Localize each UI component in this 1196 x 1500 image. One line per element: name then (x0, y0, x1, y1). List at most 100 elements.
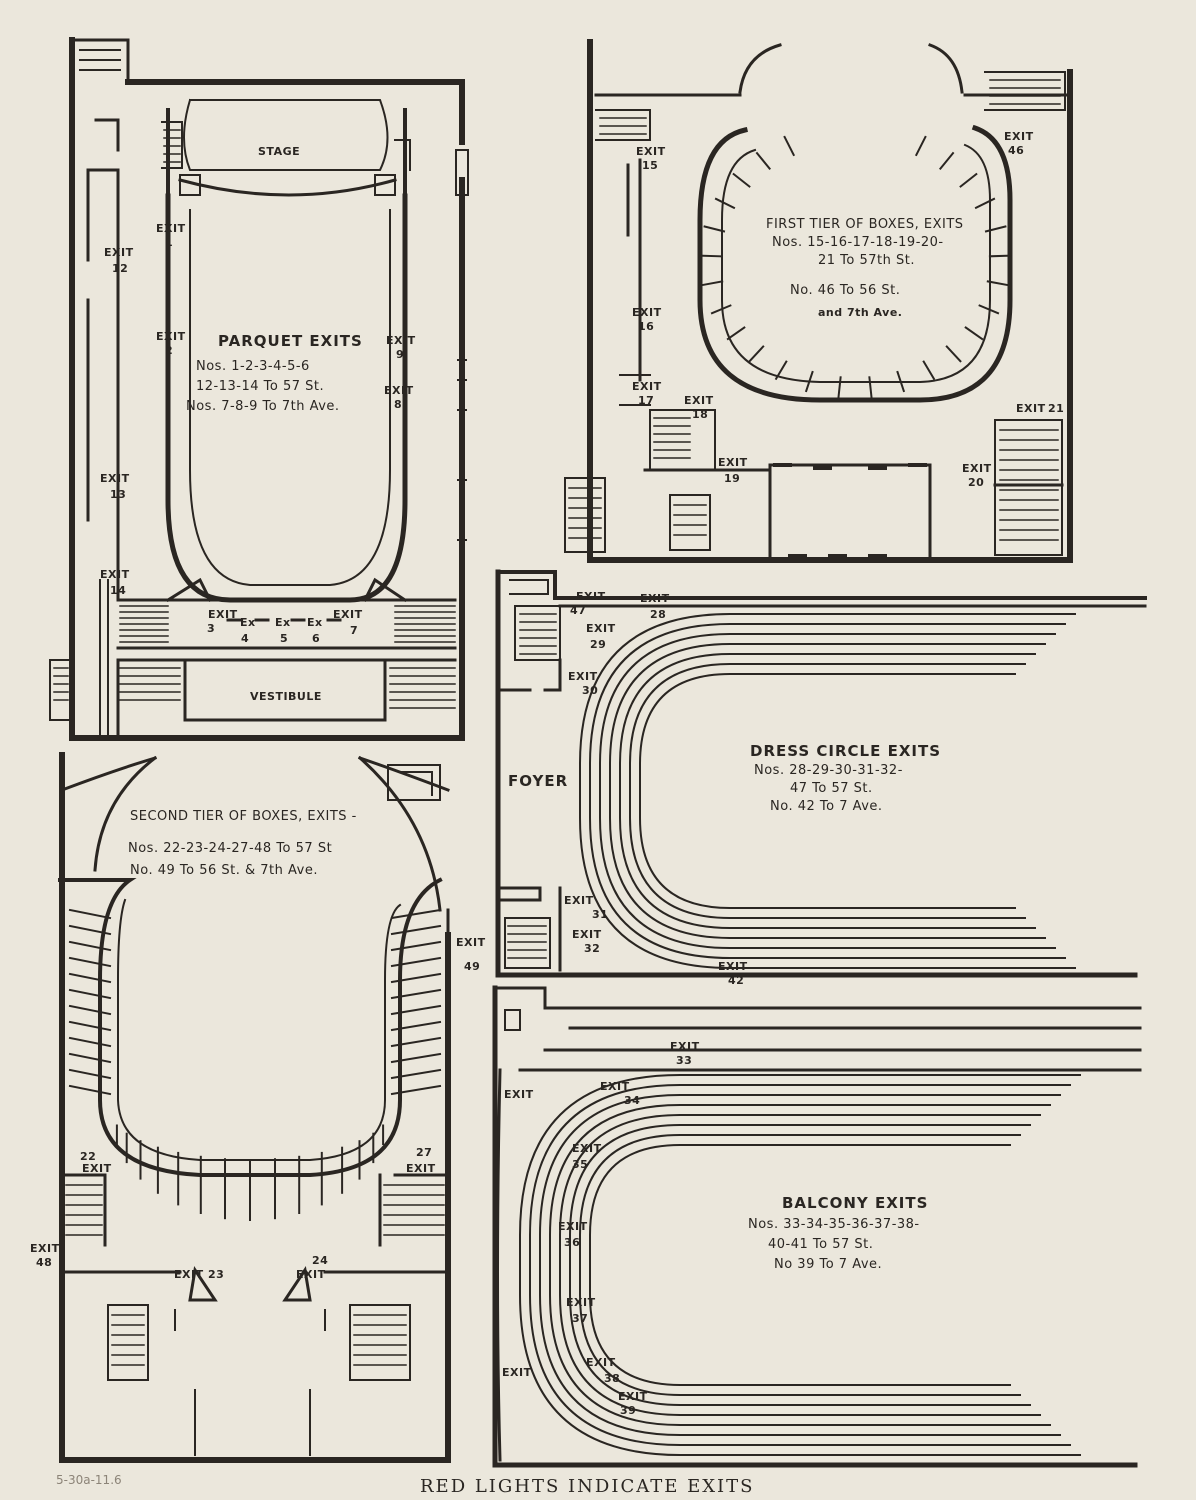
svg-text:16: 16 (638, 320, 654, 333)
first-tier-plan: FIRST TIER OF BOXES, EXITS Nos. 15-16-17… (564, 39, 1073, 563)
first-tier-line3: No. 46 To 56 St. (790, 283, 900, 298)
svg-text:39: 39 (620, 1404, 636, 1417)
svg-text:17: 17 (638, 394, 654, 407)
svg-text:EXIT: EXIT (576, 590, 606, 603)
svg-text:EXIT: EXIT (718, 456, 748, 469)
dress-circle-line3: No. 42 To 7 Ave. (770, 799, 883, 814)
svg-text:49: 49 (464, 960, 480, 973)
vestibule-label: VESTIBULE (250, 690, 322, 703)
parquet-line1: Nos. 1-2-3-4-5-6 (196, 359, 310, 374)
dress-circle-title: DRESS CIRCLE EXITS (750, 742, 941, 760)
svg-text:EXIT: EXIT (640, 592, 670, 605)
svg-text:2: 2 (165, 344, 173, 357)
first-tier-line2: 21 To 57th St. (818, 253, 915, 268)
svg-text:42: 42 (728, 974, 744, 987)
second-tier-title: SECOND TIER OF BOXES, EXITS - (130, 809, 357, 824)
svg-text:35: 35 (572, 1158, 588, 1171)
svg-text:47: 47 (570, 604, 586, 617)
balcony-title: BALCONY EXITS (782, 1194, 928, 1212)
box-partition (68, 988, 112, 1000)
exit-label: EXIT 19 (718, 456, 748, 485)
svg-text:24: 24 (312, 1254, 328, 1267)
svg-text:Ex: Ex (307, 616, 323, 629)
svg-text:27: 27 (416, 1146, 432, 1159)
box-partition (390, 1036, 442, 1048)
balcony-plan: BALCONY EXITS Nos. 33-34-35-36-37-38- 40… (492, 985, 1142, 1468)
box-partition (748, 345, 765, 363)
svg-text:20: 20 (968, 476, 984, 489)
svg-text:32: 32 (584, 942, 600, 955)
svg-text:EXIT: EXIT (718, 960, 748, 973)
second-tier-line2: No. 49 To 56 St. & 7th Ave. (130, 863, 318, 878)
seating-row (579, 613, 1076, 969)
seating-row (559, 1114, 1041, 1416)
svg-text:EXIT: EXIT (386, 334, 416, 347)
svg-text:28: 28 (650, 608, 666, 621)
svg-text:46: 46 (1008, 144, 1024, 157)
svg-text:EXIT: EXIT (586, 1356, 616, 1369)
svg-text:EXIT: EXIT (156, 330, 186, 343)
box-partition (68, 956, 112, 968)
svg-text:EXIT: EXIT (572, 928, 602, 941)
box-partition (390, 1052, 442, 1064)
exit-label: EXIT 35 (572, 1142, 602, 1171)
box-partition (732, 172, 751, 188)
box-partition (974, 197, 996, 210)
box-partition (986, 280, 1009, 287)
first-tier-line1: Nos. 15-16-17-18-19-20- (772, 235, 944, 250)
seating-row (619, 653, 1036, 929)
box-partition (68, 972, 112, 984)
svg-text:EXIT: EXIT (456, 936, 486, 949)
svg-text:36: 36 (564, 1236, 580, 1249)
dress-circle-plan: FOYER DRESS CIRCLE EXITS Nos. 28-29-30-3… (495, 569, 1147, 987)
balcony-line3: No 39 To 7 Ave. (774, 1257, 882, 1272)
seating-row (569, 1124, 1031, 1406)
stage-label: STAGE (258, 145, 300, 158)
exit-label: Ex5 (275, 616, 290, 645)
box-partition (68, 1084, 112, 1096)
svg-text:EXIT: EXIT (100, 568, 130, 581)
box-partition (783, 135, 796, 157)
svg-text:EXIT: EXIT (632, 306, 662, 319)
seating-row (519, 1074, 1081, 1456)
seating-row (529, 1084, 1071, 1446)
box-partition (896, 370, 906, 393)
svg-text:5: 5 (280, 632, 288, 645)
second-tier-line1: Nos. 22-23-24-27-48 To 57 St (128, 841, 332, 856)
dress-circle-line2: 47 To 57 St. (790, 781, 873, 796)
svg-text:EXIT: EXIT (1004, 130, 1034, 143)
svg-text:EXIT: EXIT (156, 222, 186, 235)
svg-text:EXIT: EXIT (30, 1242, 60, 1255)
svg-text:23: 23 (208, 1268, 224, 1281)
box-partition (390, 1068, 442, 1080)
box-partition (914, 135, 927, 157)
svg-text:EXIT: EXIT (572, 1142, 602, 1155)
box-partition (390, 1084, 442, 1096)
exit-label: EXIT 49 (456, 936, 486, 973)
svg-text:9: 9 (396, 348, 404, 361)
parquet-line2: 12-13-14 To 57 St. (196, 379, 324, 394)
seating-row (629, 663, 1026, 919)
svg-text:21: 21 (1048, 402, 1064, 415)
box-partition (755, 151, 772, 171)
second-tier-plan: SECOND TIER OF BOXES, EXITS - Nos. 22-23… (30, 752, 486, 1463)
box-partition (964, 326, 984, 341)
svg-text:4: 4 (241, 632, 249, 645)
box-partition (945, 345, 962, 363)
seating-row (639, 673, 1016, 909)
box-partition (938, 151, 955, 171)
svg-text:19: 19 (724, 472, 740, 485)
box-partition (68, 1004, 112, 1016)
svg-text:EXIT: EXIT (208, 608, 238, 621)
